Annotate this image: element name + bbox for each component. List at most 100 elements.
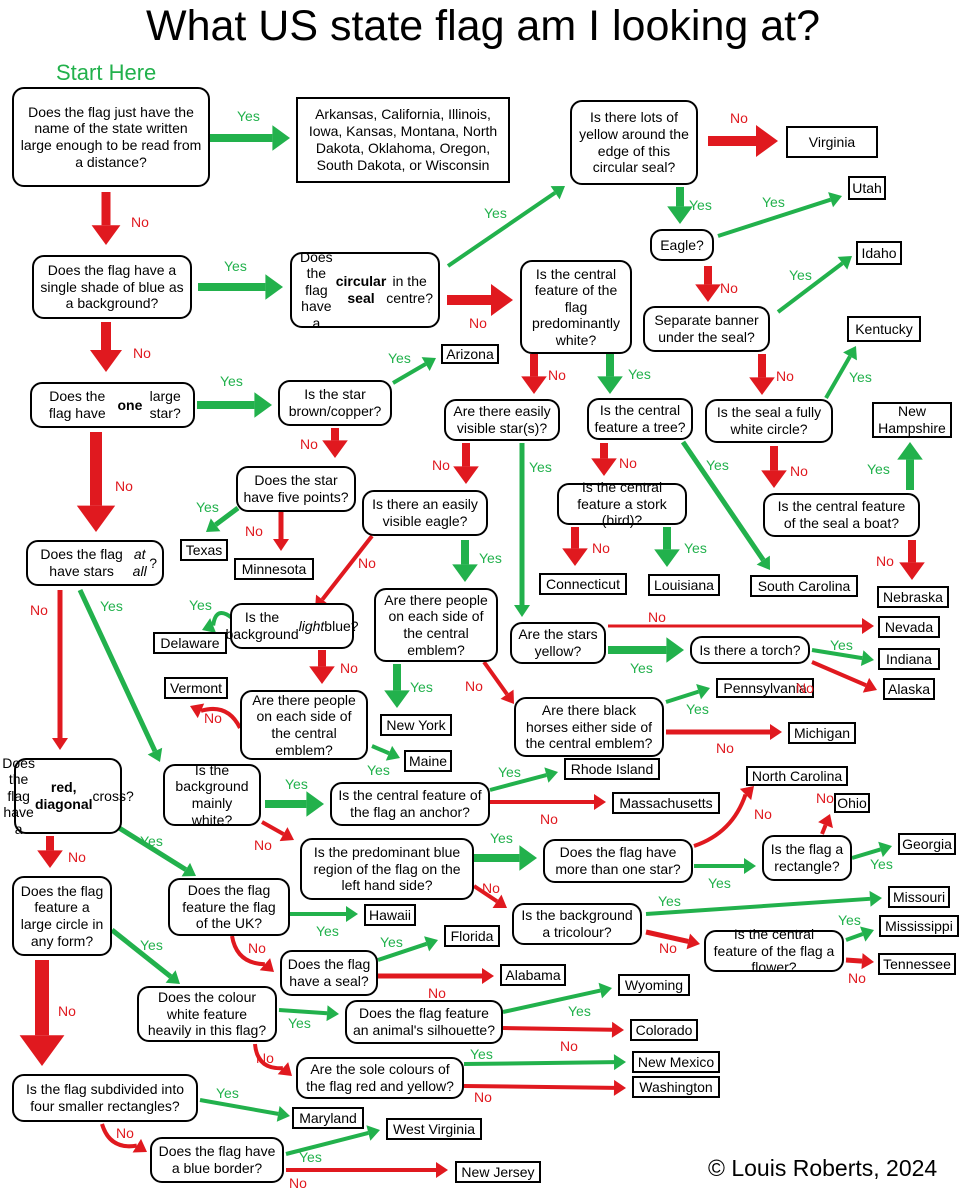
question-tree: Is the central feature a tree? xyxy=(587,398,693,440)
yes-arrow xyxy=(851,847,882,860)
answer-alaska: Alaska xyxy=(883,678,935,700)
answer-tennessee: Tennessee xyxy=(878,953,956,975)
arrow-head xyxy=(756,555,770,570)
answer-washington: Washington xyxy=(632,1076,720,1098)
arrow-head xyxy=(695,284,721,302)
yes-label: Yes xyxy=(658,893,681,909)
answer-hawaii: Hawaii xyxy=(364,904,416,926)
answer-nh: New Hampshire xyxy=(872,402,952,438)
yes-label: Yes xyxy=(216,1085,239,1101)
answer-mass: Massachusetts xyxy=(612,792,720,814)
question-rect: Is the flag a rectangle? xyxy=(762,835,852,881)
yes-label: Yes xyxy=(316,923,339,939)
yes-label: Yes xyxy=(484,205,507,221)
arrow-head xyxy=(453,466,479,484)
arrow-head xyxy=(206,518,221,532)
yes-arrow xyxy=(717,197,832,238)
arrow-head xyxy=(366,1125,380,1141)
answer-florida: Florida xyxy=(444,925,500,947)
no-arrow xyxy=(320,534,374,601)
arrow-head xyxy=(591,458,617,476)
arrow-head xyxy=(165,970,180,984)
arrow-head xyxy=(761,470,787,488)
arrow-head xyxy=(421,357,436,371)
question-name: Does the flag just have the name of the … xyxy=(12,87,210,187)
yes-arrow xyxy=(824,355,852,399)
question-cross: Does the flag have a red, diagonal cross… xyxy=(2,754,134,837)
yes-arrow xyxy=(680,440,766,562)
answer-nc: North Carolina xyxy=(746,766,848,786)
arrow-head xyxy=(862,618,874,634)
arrow-head xyxy=(273,539,289,551)
yes-label: Yes xyxy=(838,912,861,928)
no-label: No xyxy=(469,315,487,331)
question-wseal: Is the seal a fully white circle? xyxy=(705,399,833,443)
no-label: No xyxy=(465,678,483,694)
yes-label: Yes xyxy=(630,660,653,676)
answer-names: Arkansas, California, Illinois, Iowa, Ka… xyxy=(296,97,510,183)
arrow-head xyxy=(322,440,348,458)
arrow-head xyxy=(598,982,612,999)
no-label: No xyxy=(560,1038,578,1054)
arrow-head xyxy=(482,968,494,984)
arrow-head xyxy=(132,1138,147,1153)
no-label: No xyxy=(358,555,376,571)
answer-nj: New Jersey xyxy=(455,1161,541,1183)
arrow-head xyxy=(259,958,274,972)
question-blueborder: Does the flag have a blue border? xyxy=(150,1137,284,1183)
answer-ohio: Ohio xyxy=(834,793,870,813)
answer-sc: South Carolina xyxy=(750,575,858,597)
question-flower: Is the central feature of the flag a flo… xyxy=(704,926,844,975)
yes-arrow xyxy=(463,1060,615,1066)
yes-label: Yes xyxy=(285,776,308,792)
no-label: No xyxy=(754,806,772,822)
arrow-head xyxy=(597,376,623,394)
question-uk: Does the flag feature the flag of the UK… xyxy=(168,878,290,936)
yes-label: Yes xyxy=(470,1046,493,1062)
yes-arrow xyxy=(199,1098,279,1116)
arrow-head xyxy=(860,650,874,666)
arrow-head xyxy=(770,724,782,740)
no-arrow xyxy=(200,706,242,729)
answer-nevada: Nevada xyxy=(878,616,940,638)
no-label: No xyxy=(592,540,610,556)
answer-maryland: Maryland xyxy=(292,1107,364,1129)
arrow-head xyxy=(309,666,335,684)
arrow-head xyxy=(862,677,877,693)
arrow-head xyxy=(749,377,775,395)
no-arrow xyxy=(100,1123,138,1149)
yes-arrow xyxy=(391,362,427,385)
answer-minnesota: Minnesota xyxy=(234,558,314,580)
yes-arrow xyxy=(110,928,173,979)
yes-arrow xyxy=(114,823,188,872)
question-redyellow: Are the sole colours of the flag red and… xyxy=(296,1057,464,1099)
question-circle: Does the flag feature a large circle in … xyxy=(12,876,112,956)
yes-arrow xyxy=(811,648,863,661)
question-morestar: Does the flag have more than one star? xyxy=(543,839,693,883)
arrow-head xyxy=(384,690,410,708)
no-label: No xyxy=(482,880,500,896)
arrow-head xyxy=(860,926,874,942)
arrow-head xyxy=(276,1106,290,1122)
yes-arrow xyxy=(665,689,700,704)
yes-arrow xyxy=(285,1131,369,1156)
yes-label: Yes xyxy=(410,679,433,695)
answer-nebraska: Nebraska xyxy=(877,586,949,608)
no-label: No xyxy=(540,811,558,827)
arrow-head xyxy=(521,376,547,394)
answer-arizona: Arizona xyxy=(441,344,499,364)
arrow-head xyxy=(818,814,833,829)
yes-label: Yes xyxy=(224,258,247,274)
arrow-head xyxy=(452,564,478,582)
answer-missouri: Missouri xyxy=(888,886,950,908)
arrow-head xyxy=(514,605,530,617)
no-label: No xyxy=(796,680,814,696)
question-starsall: Does the flag have stars at all? xyxy=(26,540,164,586)
no-arrow xyxy=(230,935,265,967)
arrow-head xyxy=(492,894,507,908)
arrow-head xyxy=(562,548,588,566)
no-label: No xyxy=(116,1125,134,1141)
question-onestar: Does the flag have one large star? xyxy=(30,382,195,428)
no-label: No xyxy=(659,940,677,956)
